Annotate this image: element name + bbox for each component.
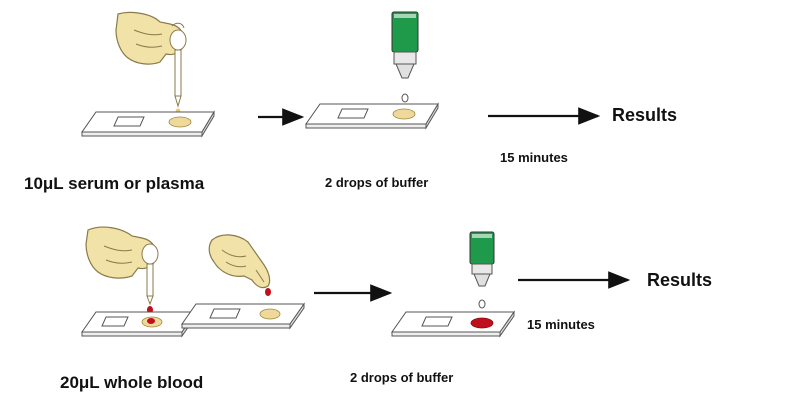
test-cassette-2: [305, 102, 439, 130]
blood-drop-icon: [265, 288, 271, 296]
buffer-label-1: 2 drops of buffer: [325, 175, 429, 190]
buffer-drop-icon: [478, 299, 486, 309]
results-label-1: Results: [612, 105, 678, 125]
finger-prick-hand-icon: [208, 234, 271, 289]
sample-label-blood: 20μL whole blood: [60, 373, 204, 392]
sample-label-serum: 10μL serum or plasma: [24, 174, 205, 193]
buffer-bottle-icon: [391, 11, 419, 79]
test-cassette-4: [181, 302, 305, 330]
time-label-1: 15 minutes: [500, 150, 568, 165]
buffer-drop-icon: [401, 93, 409, 103]
time-label-2: 15 minutes: [527, 317, 595, 332]
test-cassette-1: [81, 110, 215, 138]
results-label-2: Results: [647, 270, 713, 290]
test-cassette-5: [391, 310, 515, 338]
test-cassette-3: [81, 310, 197, 338]
buffer-label-2: 2 drops of buffer: [350, 370, 454, 385]
hand-pipette-icon: [115, 11, 187, 108]
buffer-bottle-icon: [469, 231, 495, 287]
hand-pipette-icon: [85, 226, 159, 306]
